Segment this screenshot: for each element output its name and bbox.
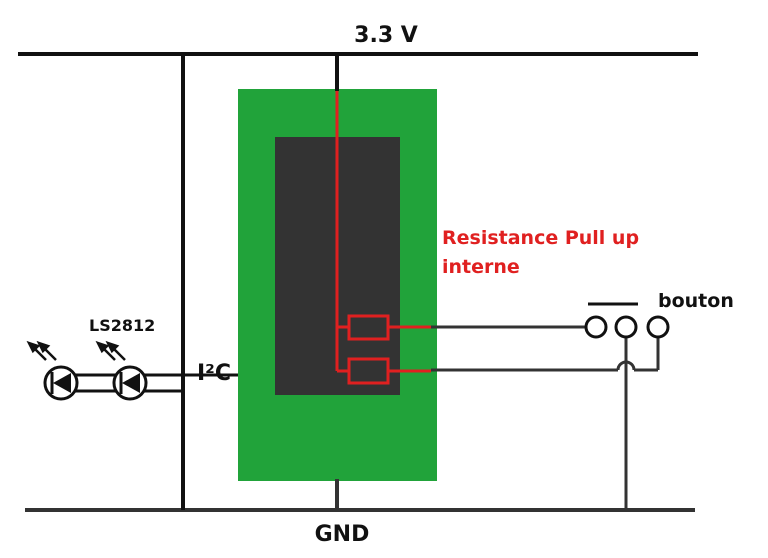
led-1-emission-arrows-icon bbox=[26, 340, 57, 361]
button-terminal-2 bbox=[614, 315, 638, 339]
led-label: LS2812 bbox=[89, 316, 155, 335]
button-terminal-3 bbox=[646, 315, 670, 339]
led-2-emission-arrows-icon bbox=[95, 340, 126, 361]
pullup-label-line1: Resistance Pull up bbox=[442, 227, 639, 249]
button-terminal-1 bbox=[584, 315, 608, 339]
pullup-label-line2: interne bbox=[442, 256, 520, 278]
led-1 bbox=[43, 365, 79, 401]
internal-pullup-network bbox=[335, 91, 431, 385]
led-2 bbox=[112, 365, 148, 401]
button-label: bouton bbox=[658, 290, 734, 312]
gnd-label: GND bbox=[315, 522, 370, 547]
i2c-label: I²C bbox=[197, 361, 231, 386]
vcc-label: 3.3 V bbox=[354, 23, 418, 48]
